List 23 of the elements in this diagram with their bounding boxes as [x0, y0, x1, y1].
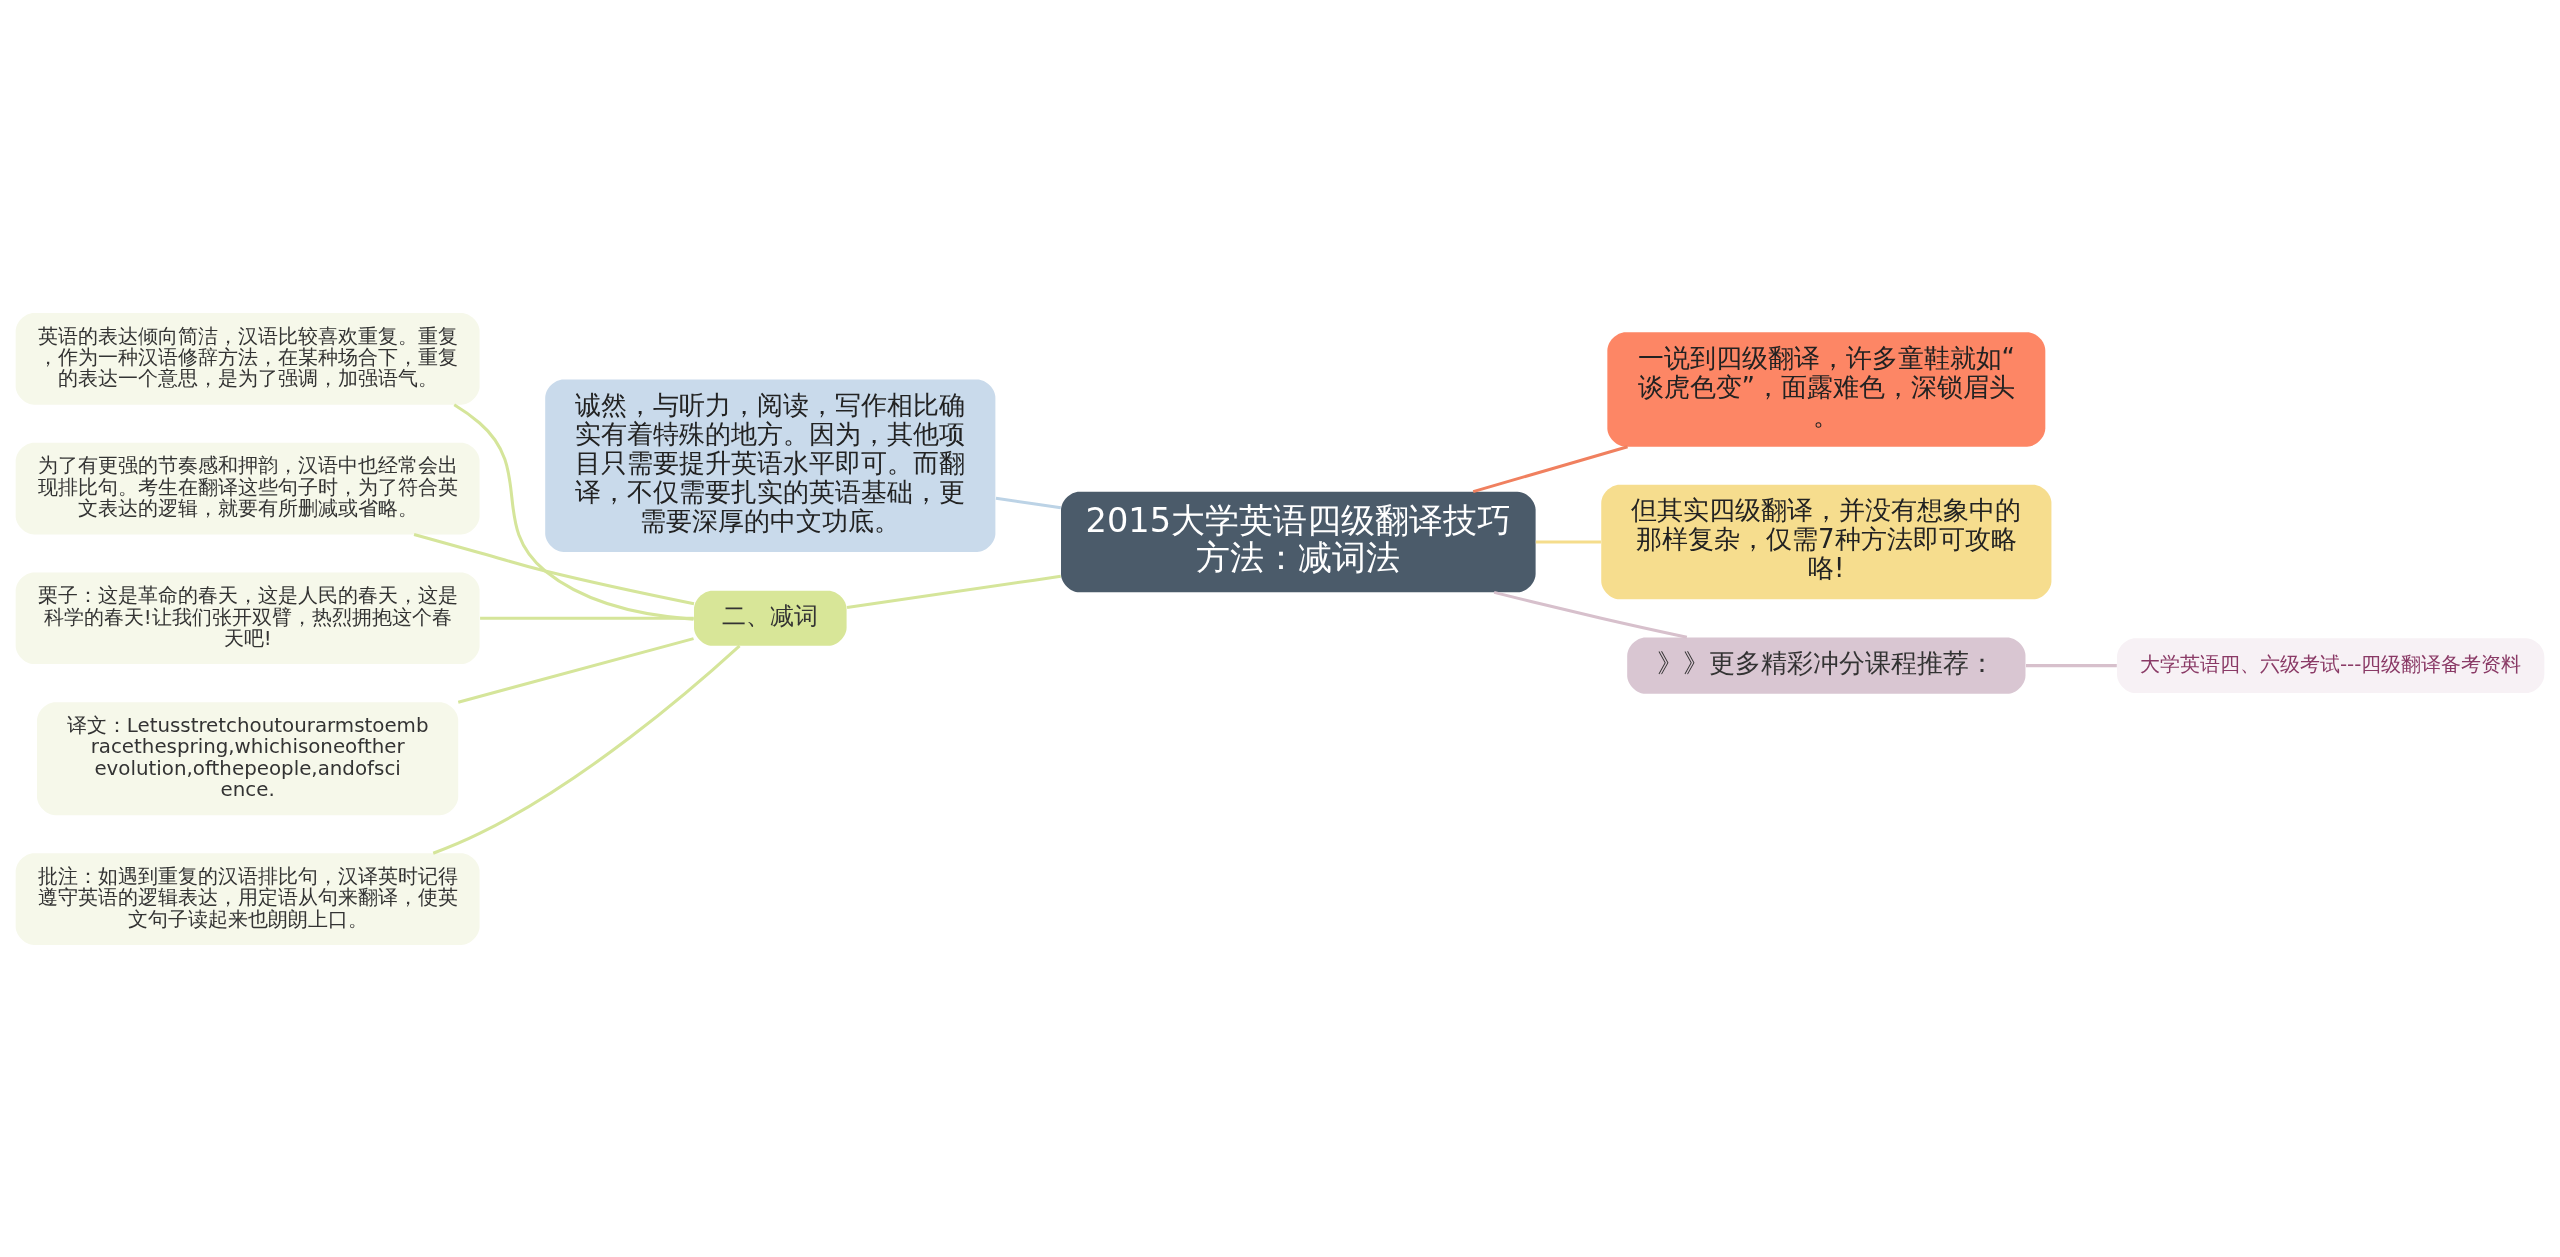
node-box: 译文：Letusstretchoutourarmstoembracethespring,whichisoneoftherevolution,ofthepeople,andofscience.	[37, 701, 459, 815]
connector	[413, 532, 695, 605]
node-box: 批注：如遇到重复的汉语排比句，汉译英时记得遵守英语的逻辑表达，用定语从句来翻译，使英文句子读起来也朗朗上口。	[15, 852, 480, 945]
connector	[846, 574, 1061, 609]
connector	[453, 402, 694, 621]
node-box: 》》更多精彩冲分课程推荐：	[1627, 636, 2026, 694]
node-box: 栗子：这是革命的春天，这是人民的春天，这是科学的春天!让我们张开双臂，热烈拥抱这个春天吧!	[15, 572, 480, 664]
connector	[2026, 663, 2117, 667]
connector	[1472, 444, 1628, 493]
connector	[432, 644, 741, 855]
node-box: 2015大学英语四级翻译技巧方法：减词法	[1061, 491, 1536, 592]
node-box: 英语的表达倾向简洁，汉语比较喜欢重复。重复，作为一种汉语修辞方法，在某种场合下，重复的表达一个意思，是为了强调，加强语气。	[15, 312, 480, 405]
node-box: 大学英语四、六级考试---四级翻译备考资料	[2117, 637, 2545, 693]
node-box: 但其实四级翻译，并没有想象中的那样复杂，仅需7种方法即可攻略咯!	[1601, 484, 2052, 599]
node-box: 一说到四级翻译，许多童鞋就如“谈虎色变”，面露难色，深锁眉头。	[1607, 331, 2046, 447]
connector	[480, 616, 694, 620]
connector	[995, 496, 1062, 509]
node-box: 为了有更强的节奏感和押韵，汉语中也经常会出现排比句。考生在翻译这些句子时，为了符合英文表达的逻辑，就要有所删减或省略。	[15, 442, 480, 534]
connector	[457, 636, 694, 704]
connector	[1535, 540, 1601, 544]
connector	[1493, 590, 1688, 639]
node-box: 诚然，与听力，阅读，写作相比确实有着特殊的地方。因为，其他项目只需要提升英语水平即可。而翻译，不仅需要扎实的英语基础，更需要深厚的中文功底。	[545, 379, 996, 552]
node-box: 二、减词	[694, 590, 847, 646]
